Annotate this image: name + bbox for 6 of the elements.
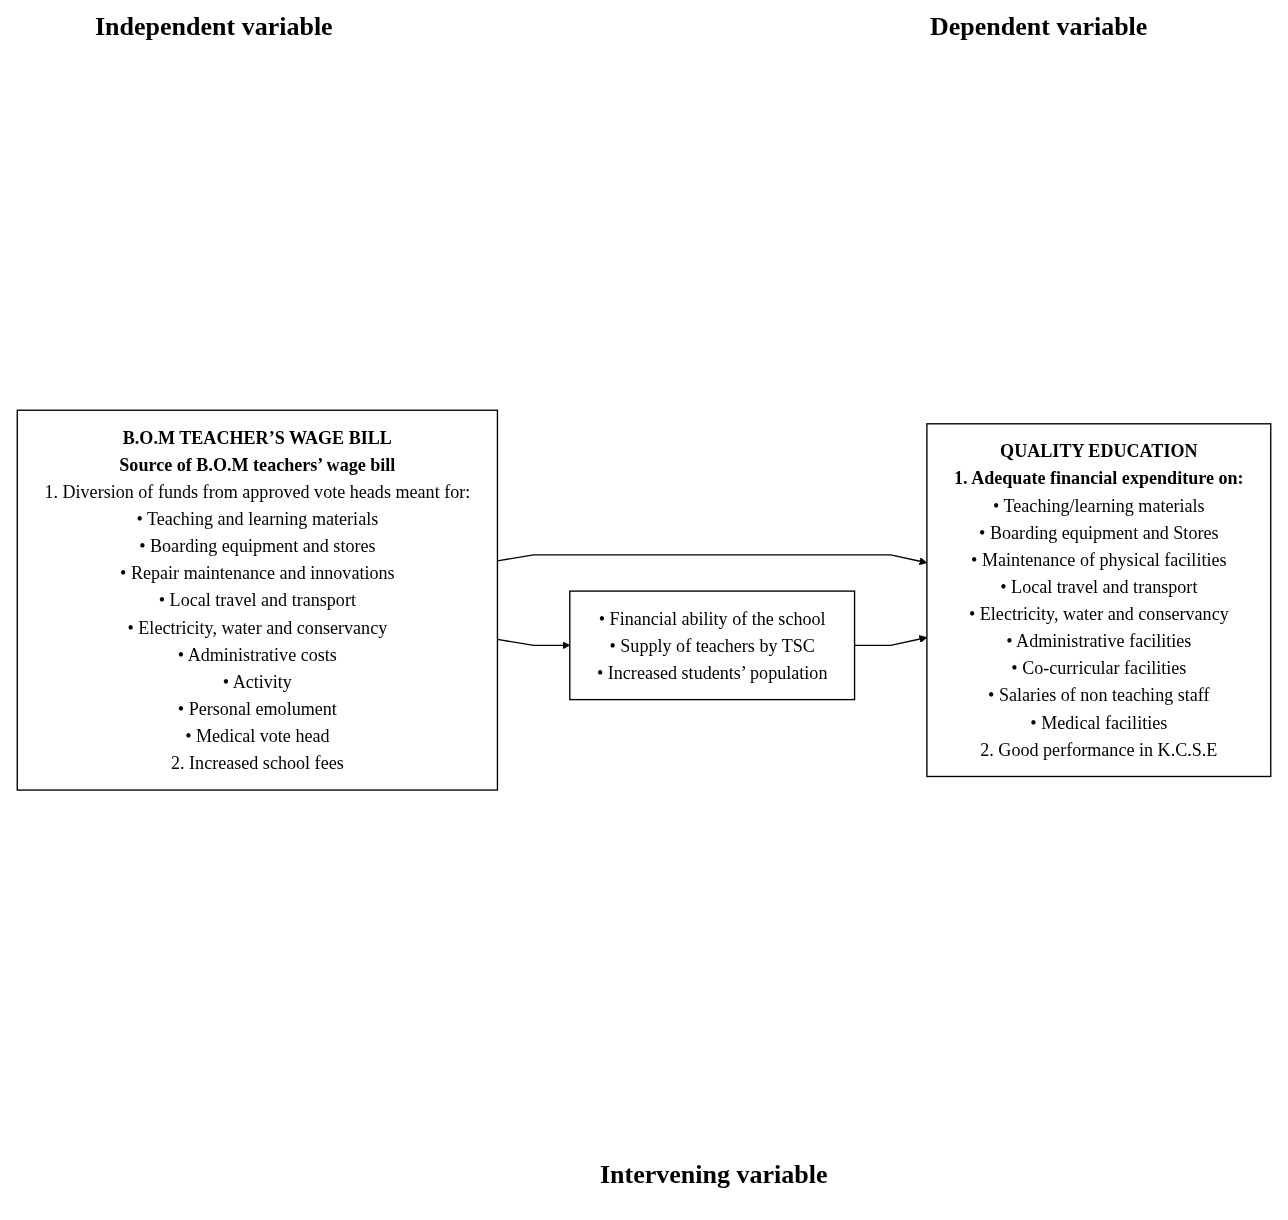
node-box: B.O.M TEACHER’S WAGE BILL Source of B.O.M teachers’ wage bill 1. Diversion of funds from approved vote heads meant for: • Teaching and learning materials • Boarding equipment and stores • Repair maintenance and innovations • Local travel and transport • Electricity, water and conservancy • Administrative costs • Activity • Personal emolument • Medical vote head 2. Increased school fees <box>16 409 499 791</box>
variable-heading: Intervening variable <box>600 1160 828 1190</box>
variable-heading: Independent variable <box>95 12 333 42</box>
variable-heading: Dependent variable <box>930 12 1148 42</box>
node-box: • Financial ability of the school • Supply of teachers by TSC • Increased students’ population <box>569 590 856 701</box>
node-box: QUALITY EDUCATION 1. Adequate financial expenditure on: • Teaching/learning materials • Boarding equipment and Stores • Maintenance of physical facilities • Local travel and transport • Electricity, water and conservancy • Administrative facilities • Co-curricular facilities • Salaries of non teaching staff • Medical facilities 2. Good performance in K.C.S.E <box>926 423 1272 777</box>
